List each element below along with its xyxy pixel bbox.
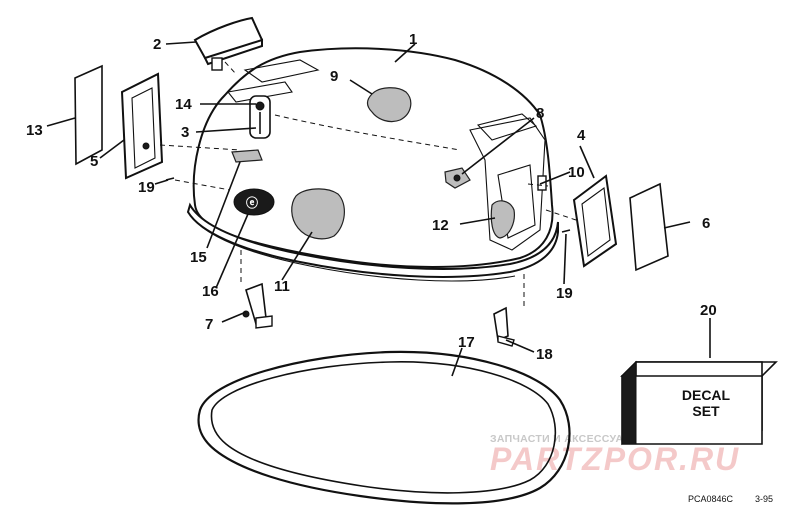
- callout-4: 4: [577, 127, 586, 144]
- callout-19-left: 19: [138, 179, 155, 196]
- plate-6: [629, 182, 669, 272]
- callout-5: 5: [90, 153, 98, 170]
- watermark-logo: PARTZPOR.RU: [490, 441, 740, 477]
- svg-text:ⓔ: ⓔ: [246, 195, 258, 210]
- callout-11: 11: [274, 278, 290, 295]
- bracket-7: [242, 282, 273, 329]
- screw-19-right: [561, 229, 571, 233]
- reference-code: PCA0846C: [688, 494, 734, 504]
- callout-17: 17: [458, 334, 475, 351]
- callout-10: 10: [568, 164, 585, 181]
- callout-14: 14: [175, 96, 192, 113]
- leader-lines: [46, 41, 711, 377]
- callout-18: 18: [536, 346, 553, 363]
- callout-7: 7: [205, 316, 213, 333]
- seal-ring-17: [197, 350, 571, 505]
- decal-label-line1: DECAL: [682, 387, 731, 403]
- callout-20: 20: [700, 302, 717, 319]
- callout-9: 9: [330, 68, 338, 85]
- plate-13: [74, 64, 103, 166]
- callout-16: 16: [202, 283, 219, 300]
- callout-2: 2: [153, 36, 161, 53]
- motor-cover: ⓔ: [186, 47, 559, 282]
- callout-12: 12: [432, 217, 449, 234]
- decal-set-box: DECAL SET: [620, 360, 778, 446]
- callout-6: 6: [702, 215, 710, 232]
- callout-8: 8: [536, 105, 544, 122]
- frame-5: [120, 72, 164, 180]
- frame-4: [572, 174, 618, 268]
- cap-part-2: [193, 16, 264, 71]
- bracket-18: [493, 306, 515, 347]
- foam-patch-11: [291, 188, 345, 240]
- foam-patch-9: [366, 87, 412, 123]
- callout-15: 15: [190, 249, 207, 266]
- brand-emblem: [233, 188, 275, 216]
- reference-date: 3-95: [755, 494, 773, 504]
- decal-label-line2: SET: [692, 403, 720, 419]
- callout-19-right: 19: [556, 285, 573, 302]
- callout-3: 3: [181, 124, 189, 141]
- callout-1: 1: [409, 31, 417, 48]
- callout-13: 13: [26, 122, 43, 139]
